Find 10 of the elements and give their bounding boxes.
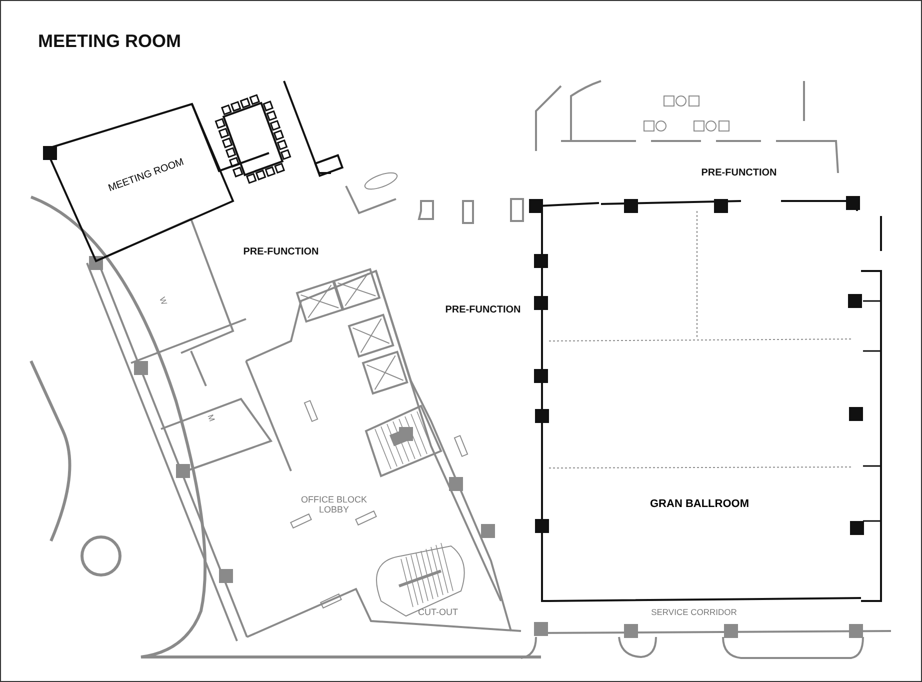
room-label: M [206, 413, 216, 423]
room-label: GRAN BALLROOM [650, 498, 749, 510]
area-label: SERVICE CORRIDOR [651, 608, 737, 618]
page-title: MEETING ROOM [38, 31, 181, 52]
room-label: W [157, 296, 169, 306]
area-label: PRE-FUNCTION [701, 167, 777, 179]
area-label: PRE-FUNCTION [445, 304, 521, 316]
area-label: CUT-OUT [418, 606, 458, 618]
area-label: OFFICE BLOCK LOBBY [300, 494, 368, 516]
area-label: PRE-FUNCTION [243, 246, 319, 258]
